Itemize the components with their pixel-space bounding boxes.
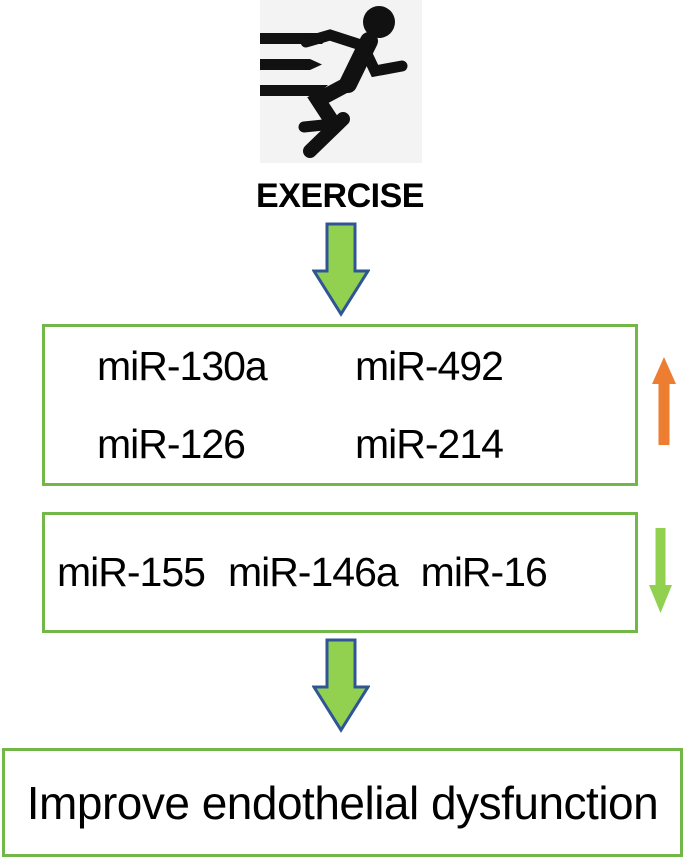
up-arrow-icon [652, 357, 676, 445]
mirna-label: miR-214 [355, 420, 504, 467]
running-person-icon [260, 6, 408, 158]
exercise-label: EXERCISE [256, 177, 424, 215]
outcome-label: Improve endothelial dysfunction [26, 776, 659, 829]
mirna-label: miR-492 [355, 342, 504, 389]
mirna-label: miR-130a [97, 342, 268, 389]
runner-icon-panel [260, 0, 422, 163]
down-arrow-icon [312, 638, 370, 733]
mirna-label: miR-126 [97, 420, 246, 467]
downregulated-mirna-box: miR-155 miR-146a miR-16 [42, 512, 638, 633]
upregulated-mirna-box: miR-130a miR-492 miR-126 miR-214 [42, 324, 638, 486]
outcome-box: Improve endothelial dysfunction [2, 748, 683, 857]
down-arrow-icon [312, 222, 370, 317]
mirna-label: miR-146a [227, 549, 399, 595]
down-arrow-icon [649, 528, 672, 613]
mirna-label: miR-155 [57, 549, 206, 595]
mirna-label: miR-16 [420, 549, 548, 595]
